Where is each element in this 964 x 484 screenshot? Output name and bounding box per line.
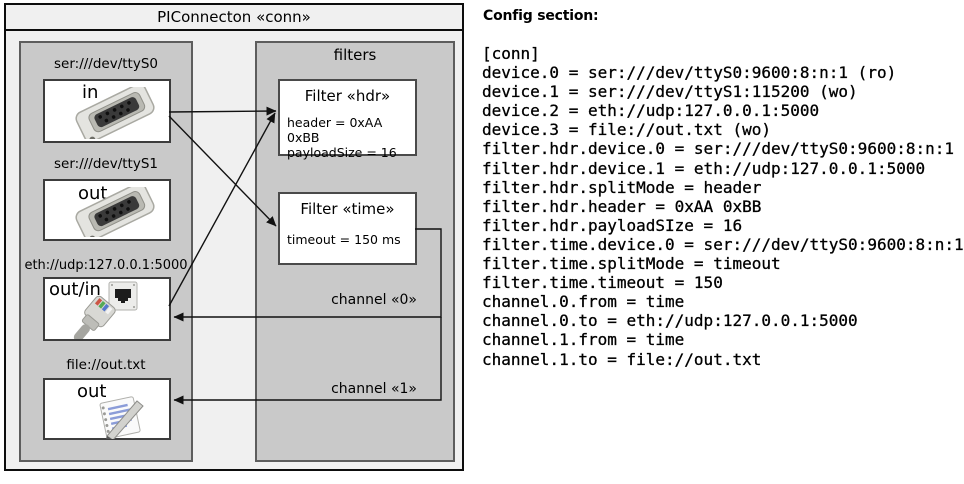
config-text: [conn] device.0 = ser:///dev/ttyS0:9600:… <box>482 44 964 369</box>
serial-connector-icon <box>75 187 155 237</box>
ethernet-port-icon <box>108 281 138 311</box>
serial-connector-icon <box>67 87 155 139</box>
device-label-eth: eth://udp:127.0.0.1:5000 <box>24 258 188 273</box>
device-direction: out/in <box>49 279 101 300</box>
channel-0-label: channel «0» <box>331 292 417 308</box>
device-box-eth: out/in <box>43 277 171 341</box>
filter-time-box: Filter «time» timeout = 150 ms <box>278 192 417 265</box>
filters-panel-title: filters <box>333 46 377 64</box>
filter-time-title: Filter «time» <box>300 200 395 218</box>
device-direction: in <box>82 82 99 103</box>
filter-hdr-box: Filter «hdr» header = 0xAA 0xBB payloadS… <box>278 79 417 160</box>
filter-hdr-properties: header = 0xAA 0xBB payloadSize = 16 <box>287 115 397 160</box>
device-box-ttys0: in <box>43 79 171 143</box>
device-box-file: out <box>43 378 171 440</box>
device-box-ttys1: out <box>43 179 171 241</box>
channel-1-label: channel «1» <box>331 381 417 397</box>
device-label-ttys0: ser:///dev/ttyS0 <box>54 56 158 72</box>
device-label-ttys1: ser:///dev/ttyS1 <box>54 156 158 172</box>
device-direction: out <box>77 381 107 402</box>
notepad-icon <box>99 396 144 439</box>
filter-hdr-title: Filter «hdr» <box>304 87 391 105</box>
device-direction: out <box>78 183 108 204</box>
device-label-file: file://out.txt <box>66 357 146 373</box>
filter-time-properties: timeout = 150 ms <box>287 232 401 247</box>
ethernet-connector-icon <box>73 295 116 339</box>
config-section-heading: Config section: <box>483 8 599 24</box>
diagram-title: PIConnecton «conn» <box>6 5 462 31</box>
